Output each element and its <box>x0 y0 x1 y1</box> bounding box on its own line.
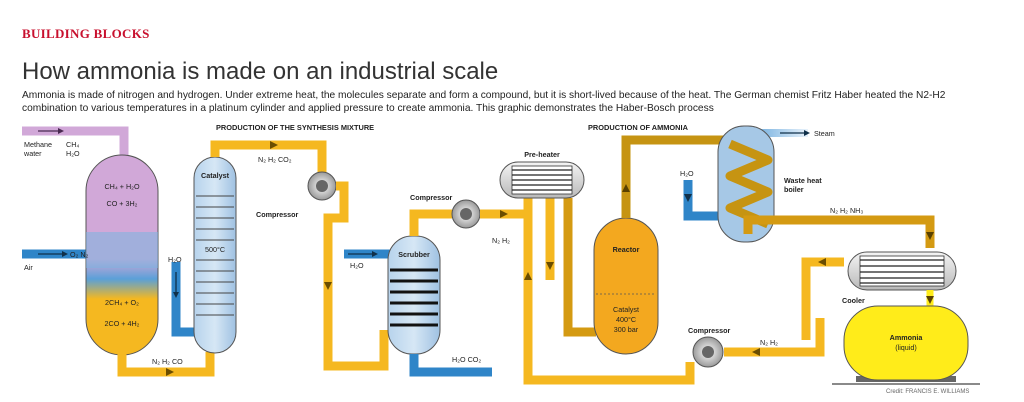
n2h2nh3-label: N₂ H₂ NH₃ <box>830 206 863 215</box>
h2o-label: H₂O <box>66 149 80 158</box>
compressor-2-label: Compressor <box>410 193 453 202</box>
reformer2-reaction-bottom: 2CO + 4H₂ <box>105 319 140 328</box>
o2-n2-label: O₂ N₂ <box>70 250 89 259</box>
cooler-label: Cooler <box>842 296 865 305</box>
reformer-column <box>85 154 159 356</box>
h2o-scrubber-label: H₂O <box>350 261 364 270</box>
steam-label: Steam <box>814 129 835 138</box>
compressor-1 <box>307 171 337 201</box>
compressor-3 <box>692 336 724 368</box>
ammonia-tank-label-2: (liquid) <box>895 343 917 352</box>
reactor-temp-label: 400°C <box>616 315 636 324</box>
catalyst-column <box>193 156 237 354</box>
h2o-boiler-pipe <box>683 180 718 221</box>
catalyst-label: Catalyst <box>201 171 230 180</box>
h2o-left-label: H₂O <box>168 255 182 264</box>
gold-pipe-preheater-reactor <box>545 198 596 337</box>
kicker-label: BUILDING BLOCKS <box>22 26 150 41</box>
h2o-boiler-label: H₂O <box>680 169 694 178</box>
reformer1-reaction-bottom: CO + 3H₂ <box>107 199 138 208</box>
description-text: Ammonia is made of nitrogen and hydrogen… <box>22 90 946 114</box>
h2o-co2-out-pipe <box>409 354 492 377</box>
ammonia-tank <box>832 305 980 385</box>
gold-pipe-to-scrubber <box>323 181 389 371</box>
n2h2co2-top-label: N₂ H₂ CO₂ <box>258 155 292 164</box>
h2o-co2-label: H₂O CO₂ <box>452 355 481 364</box>
waste-heat-boiler-label-2: boiler <box>784 185 804 194</box>
reformer2-reaction-top: 2CH₄ + O₂ <box>105 298 139 307</box>
methane-water-label-1: Methane <box>24 140 52 149</box>
reactor-label: Reactor <box>613 245 640 254</box>
credit-label: Credit: FRANCIS E. WILLIAMS <box>886 389 969 395</box>
air-label: Air <box>24 263 33 272</box>
gold-pipe-bottom-left <box>117 352 215 377</box>
gold-pipe-scrubber-out <box>409 209 452 236</box>
n2h2co-bottom-label: N₂ H₂ CO <box>152 357 183 366</box>
gold-pipe-cooler-return <box>801 257 844 340</box>
gold-pipe-recycle-loop <box>523 198 825 385</box>
gold-pipe-boiler-cooler <box>743 215 935 248</box>
steam-pipe <box>744 129 810 137</box>
preheater <box>499 161 585 199</box>
compressor-3-label: Compressor <box>688 326 731 335</box>
h2o-scrubber-pipe <box>344 249 392 259</box>
temp-500-label: 500°C <box>205 245 225 254</box>
compressor-2 <box>451 199 481 229</box>
methane-water-pipe <box>22 126 129 158</box>
h2o-left-pipe <box>171 262 196 337</box>
section-ammonia-label: PRODUCTION OF AMMONIA <box>588 123 689 132</box>
compressor-1-label: Compressor <box>256 210 299 219</box>
page-title: How ammonia is made on an industrial sca… <box>22 58 499 85</box>
gold-pipe-to-preheater <box>480 198 533 219</box>
reactor-pressure-label: 300 bar <box>614 325 639 334</box>
n2h2-bottom-label: N₂ H₂ <box>760 338 778 347</box>
methane-water-label-2: water <box>23 149 42 158</box>
waste-heat-boiler <box>717 125 775 243</box>
waste-heat-boiler-label-1: Waste heat <box>784 176 822 185</box>
ammonia-tank-label-1: Ammonia <box>890 333 924 342</box>
reactor-catalyst-label: Catalyst <box>613 305 639 314</box>
n2h2-mid-label: N₂ H₂ <box>492 236 510 245</box>
scrubber-label: Scrubber <box>398 250 430 259</box>
cooler-unit <box>847 251 957 306</box>
preheater-label: Pre-heater <box>524 150 560 159</box>
section-synthesis-label: PRODUCTION OF THE SYNTHESIS MIXTURE <box>216 123 374 132</box>
ch4-label: CH₄ <box>66 140 79 149</box>
reformer1-reaction-top: CH₄ + H₂O <box>104 182 139 191</box>
gold-pipe-catalyst-out <box>210 140 327 175</box>
